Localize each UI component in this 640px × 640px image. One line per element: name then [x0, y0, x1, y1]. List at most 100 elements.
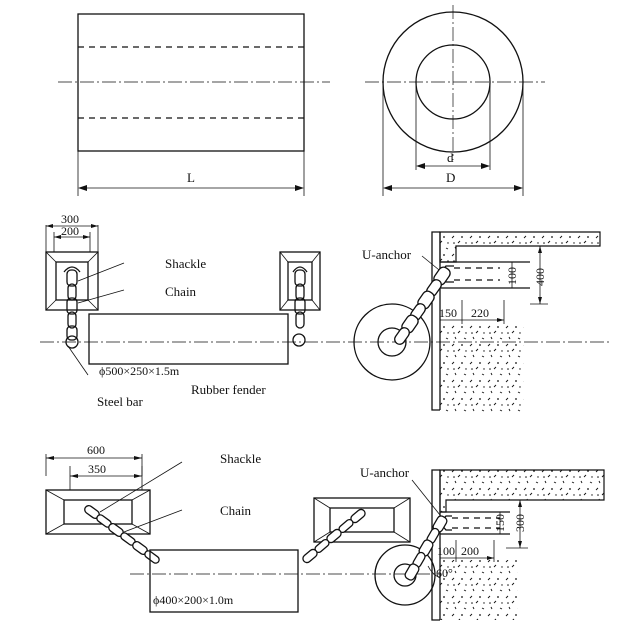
u-anchor-leader	[411, 479, 445, 521]
dimension-arrow	[134, 474, 142, 478]
fender-spec: ϕ500×250×1.5m	[99, 364, 180, 378]
dimension-100: 100	[437, 544, 455, 558]
steel-bar-label: Steel bar	[97, 394, 144, 409]
inner-diameter-label: d	[447, 150, 454, 165]
dimension-150: 150	[439, 306, 457, 320]
fender-end-outer	[353, 303, 431, 381]
left-shackle	[63, 266, 81, 273]
dimension-arrow	[416, 163, 425, 169]
dimension-300: 300	[513, 514, 527, 532]
plate-bevel	[45, 251, 57, 263]
chain-link	[66, 297, 78, 315]
dimension-arrow	[91, 224, 98, 228]
right-shackle	[292, 266, 308, 273]
installation-view-small-fender: 600 350	[45, 443, 605, 621]
plate-bevel	[311, 299, 321, 311]
dimension-arrow	[538, 297, 542, 304]
dimension-arrow	[518, 541, 522, 548]
dimension-arrow	[487, 556, 494, 560]
chain-link	[67, 283, 77, 301]
fender-end-view: d D	[365, 5, 545, 196]
plate-bevel	[313, 531, 331, 543]
shackle-leader	[77, 262, 125, 282]
plate-bevel	[45, 489, 65, 501]
plate-bevel	[279, 251, 289, 263]
chain-link	[67, 311, 77, 329]
chain-leader	[77, 289, 125, 304]
dimension-arrow	[46, 456, 54, 460]
quay-concrete-fill	[440, 560, 518, 620]
right-mounting-plate-inner	[329, 507, 395, 533]
chain-link	[394, 327, 410, 345]
chain-link	[66, 325, 78, 341]
plate-bevel	[393, 531, 411, 543]
fender-spec: ϕ400×200×1.0m	[153, 593, 234, 607]
left-mounting-plate-inner	[55, 261, 89, 301]
right-mounting-plate	[313, 497, 411, 543]
chain-leader	[123, 509, 183, 533]
chain-label: Chain	[165, 284, 197, 299]
dimension-arrow	[497, 318, 504, 322]
rubber-fender-label: Rubber fender	[191, 382, 266, 397]
chain-link	[294, 269, 306, 287]
plate-bevel	[131, 489, 151, 501]
dimension-arrow	[54, 235, 61, 239]
shackle-label: Shackle	[165, 256, 206, 271]
dimension-arrow	[518, 500, 522, 507]
diagonal-chain	[404, 515, 448, 581]
chain-link	[295, 283, 305, 301]
right-steel-bar-end	[292, 333, 306, 347]
quay-concrete-fill	[440, 324, 524, 414]
dimension-600: 600	[87, 443, 105, 457]
plate-bevel	[87, 299, 99, 311]
dimension-300: 300	[61, 212, 79, 226]
plate-bevel	[131, 523, 151, 535]
dimension-arrow	[70, 474, 78, 478]
dimension-200: 200	[61, 224, 79, 238]
dimension-arrow	[134, 456, 142, 460]
installation-view-large-fender: 300 200	[40, 212, 610, 414]
plate-bevel	[45, 523, 65, 535]
dimension-220: 220	[471, 306, 489, 320]
dimension-arrow	[481, 163, 490, 169]
quay-deck	[439, 469, 605, 513]
plate-bevel	[393, 497, 411, 509]
chain-label: Chain	[220, 503, 252, 518]
plate-bevel	[313, 497, 331, 509]
right-mounting-plate-inner	[287, 261, 313, 301]
dimension-400: 400	[533, 268, 547, 286]
outer-diameter-label: D	[446, 170, 455, 185]
quay-wall-edge	[431, 231, 440, 411]
dimension-arrow	[514, 185, 523, 191]
left-mounting-plate	[45, 489, 151, 535]
angle-arc	[427, 565, 441, 579]
dimension-arrow	[383, 185, 392, 191]
left-mounting-plate-inner	[63, 499, 133, 525]
rubber-fender-cylinder	[149, 549, 299, 613]
chain-link	[144, 550, 160, 564]
rubber-fender-cylinder	[88, 313, 289, 365]
dimension-100: 100	[505, 267, 519, 285]
dimension-350: 350	[88, 462, 106, 476]
plate-bevel	[311, 251, 321, 263]
dimension-arrow	[46, 224, 53, 228]
dimension-150: 150	[493, 514, 507, 532]
dimension-arrow	[83, 235, 90, 239]
cylinder-body	[77, 13, 305, 152]
left-diagonal-chain	[84, 504, 160, 564]
plate-bevel	[45, 299, 57, 311]
length-label: L	[187, 170, 195, 185]
shackle-label: Shackle	[220, 451, 261, 466]
plate-bevel	[87, 251, 99, 263]
chain-link	[302, 548, 318, 564]
dimension-arrow	[538, 246, 542, 253]
u-anchor-label: U-anchor	[362, 247, 412, 262]
chain-link	[295, 311, 305, 329]
quay-deck	[439, 231, 601, 263]
angle-label: 60°	[436, 566, 453, 580]
chain-link	[66, 269, 78, 287]
dimension-arrow	[78, 185, 87, 191]
chain-link	[294, 297, 306, 315]
u-anchor-label: U-anchor	[360, 465, 410, 480]
right-mounting-plate	[279, 251, 321, 311]
